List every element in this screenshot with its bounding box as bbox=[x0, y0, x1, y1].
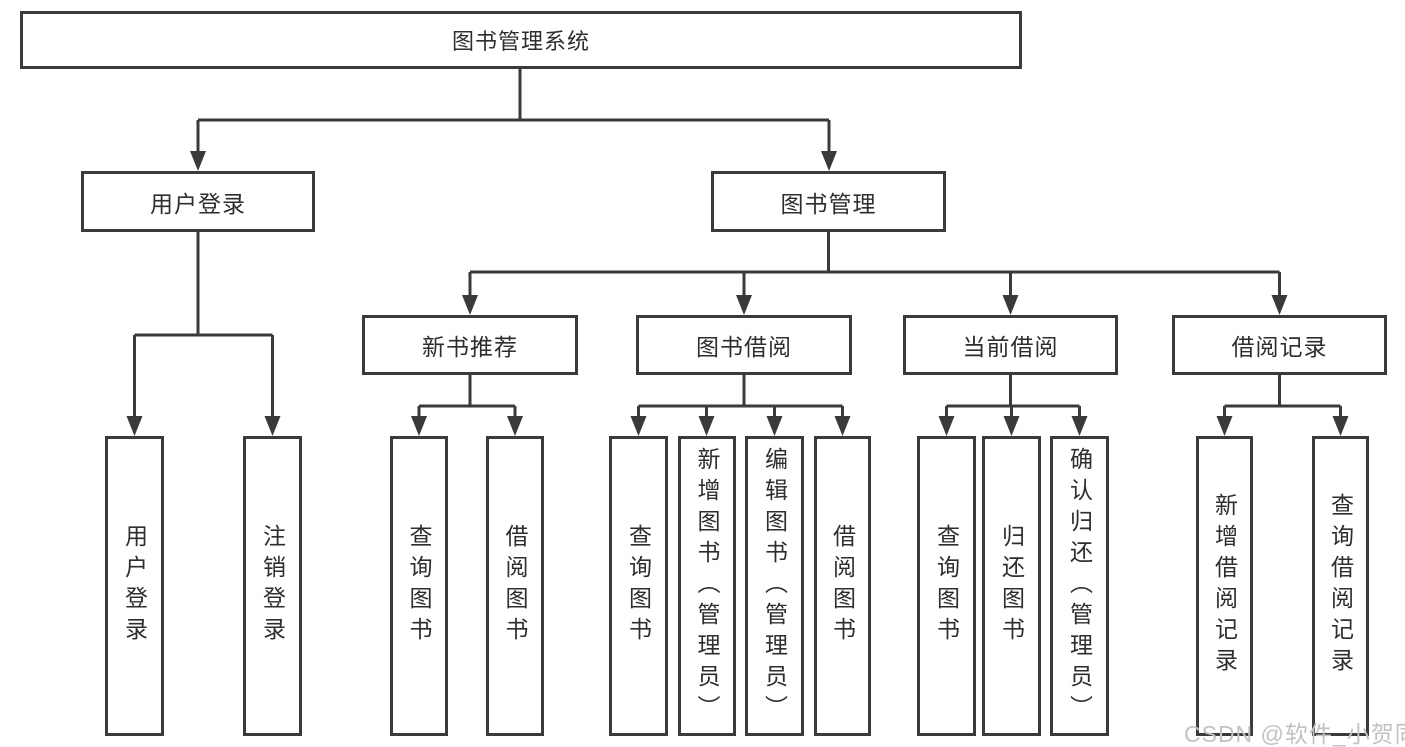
node-new-book-recommend: 新书推荐 bbox=[362, 315, 578, 375]
leaf-borrow-query-books: 查询图书 bbox=[609, 436, 668, 736]
node-borrow-records: 借阅记录 bbox=[1172, 315, 1387, 375]
leaf-borrow-add-books-admin: 新增图书（管理员） bbox=[678, 436, 736, 736]
connector-book-borrow-to-leaves bbox=[630, 375, 851, 436]
connector-root-to-level2 bbox=[190, 69, 837, 171]
leaf-current-confirm-return-admin: 确认归还（管理员） bbox=[1050, 436, 1109, 736]
leaf-records-query-borrow-record: 查询借阅记录 bbox=[1312, 436, 1369, 736]
leaf-logout: 注销登录 bbox=[243, 436, 302, 736]
connector-user-login-to-leaves bbox=[126, 232, 281, 436]
connector-current-borrow-to-leaves bbox=[938, 375, 1088, 436]
connector-borrow-records-to-leaves bbox=[1216, 375, 1349, 436]
connector-new-book-recommend-to-leaves bbox=[411, 375, 523, 436]
node-user-login: 用户登录 bbox=[81, 171, 315, 232]
node-book-borrow: 图书借阅 bbox=[636, 315, 852, 375]
node-library-management-system: 图书管理系统 bbox=[20, 11, 1022, 69]
node-book-management: 图书管理 bbox=[711, 171, 946, 232]
connector-book-management-to-level3 bbox=[462, 232, 1288, 315]
leaf-recommend-borrow-books: 借阅图书 bbox=[486, 436, 544, 736]
leaf-user-login: 用户登录 bbox=[105, 436, 164, 736]
leaf-recommend-query-books: 查询图书 bbox=[390, 436, 448, 736]
leaf-borrow-borrow-books: 借阅图书 bbox=[814, 436, 871, 736]
node-current-borrow: 当前借阅 bbox=[903, 315, 1118, 375]
leaf-current-query-books: 查询图书 bbox=[917, 436, 976, 736]
leaf-current-return-books: 归还图书 bbox=[982, 436, 1041, 736]
leaf-borrow-edit-books-admin: 编辑图书（管理员） bbox=[745, 436, 804, 736]
leaf-records-add-borrow-record: 新增借阅记录 bbox=[1196, 436, 1253, 736]
csdn-watermark: CSDN @软件_小贺同学 bbox=[1184, 721, 1405, 747]
